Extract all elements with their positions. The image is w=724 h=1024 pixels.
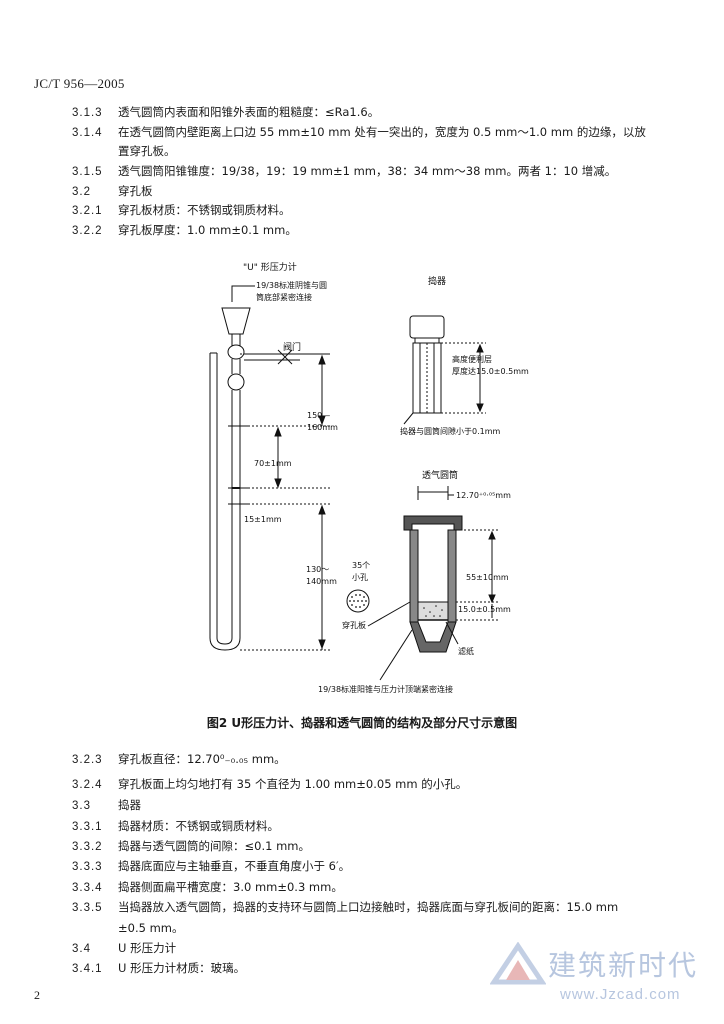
section-text: U 形压力计	[118, 941, 177, 955]
section-text: 捣器与透气圆筒的间隙：≤0.1 mm。	[118, 839, 310, 853]
section-text: 穿孔板	[118, 184, 153, 198]
funnel-taper	[221, 307, 251, 335]
taper-label-2: 筒底部紧密连接	[256, 292, 312, 302]
section-number: 3.4.1	[72, 963, 103, 975]
section-line: 3.3.5 当捣器放入透气圆筒，捣器的支持环与圆筒上口边接触时，捣器底面与穿孔板间…	[72, 899, 618, 915]
section-number: 3.4	[72, 943, 91, 955]
manometer-title: "U" 形压力计	[243, 261, 297, 273]
section-text: 穿孔板材质：不锈钢或铜质材料。	[118, 203, 291, 217]
plunger-cap	[409, 315, 445, 339]
section-number: 3.1.4	[72, 127, 103, 139]
dim-140: 140mm	[306, 577, 337, 586]
section-number: 3.2.3	[72, 754, 103, 766]
apparatus-figure: "U" 形压力计 19/38标准阴锥与圆 筒底部紧密连接 阀门	[209, 261, 529, 694]
section-text: 捣器	[118, 798, 141, 812]
dim-130: 130～	[306, 565, 329, 574]
section-number: 3.3.2	[72, 841, 103, 853]
dim-150: 150—	[307, 411, 330, 420]
dim-70: 70±1mm	[254, 459, 292, 468]
perforated-plate-icon	[346, 589, 370, 613]
section-line: 3.1.5 透气圆筒阳锥锥度：19/38，19：19 mm±1 mm，38：34 …	[72, 163, 616, 179]
dim-160: 160mm	[307, 423, 338, 432]
section-number: 3.2.1	[72, 205, 103, 217]
section-number: 3.2	[72, 186, 91, 198]
plunger-flat-2: 厚度达15.0±0.5mm	[452, 366, 529, 376]
lower-bulb	[227, 373, 245, 391]
figure-caption: 图2 U形压力计、捣器和透气圆筒的结构及部分尺寸示意图	[206, 716, 518, 730]
holes-label-1: 35个	[352, 561, 370, 570]
watermark-name: 建筑新时代	[548, 949, 699, 982]
cyl-55: 55±10mm	[466, 573, 509, 582]
dim-15: 15±1mm	[244, 515, 282, 524]
plunger-flat-1: 高度便利层	[452, 354, 492, 364]
section-text: 透气圆筒内表面和阳锥外表面的粗糙度：≤Ra1.6。	[118, 105, 380, 119]
filter-label: 滤纸	[458, 646, 474, 656]
section-text: 捣器底面应与主轴垂直，不垂直角度小于 6′。	[118, 859, 351, 873]
section-line: 3.1.3 透气圆筒内表面和阳锥外表面的粗糙度：≤Ra1.6。	[72, 104, 379, 120]
section-line: ±0.5 mm。	[72, 920, 184, 936]
section-text: 置穿孔板。	[118, 144, 176, 158]
section-line: 置穿孔板。	[72, 143, 176, 159]
page-number: 2	[34, 988, 40, 1002]
section-number: 3.3.3	[72, 861, 103, 873]
section-line: 3.2.4 穿孔板面上均匀地打有 35 个直径为 1.00 mm±0.05 mm …	[72, 776, 467, 792]
bottom-label: 19/38标准阳锥与压力计顶端紧密连接	[318, 684, 453, 694]
section-line: 3.3.3 捣器底面应与主轴垂直，不垂直角度小于 6′。	[72, 858, 350, 874]
section-number: 3.2.2	[72, 225, 103, 237]
plate-label: 穿孔板	[342, 620, 366, 630]
cylinder-title: 透气圆筒	[422, 469, 458, 481]
filter-paper	[417, 601, 449, 621]
section-text: 穿孔板面上均匀地打有 35 个直径为 1.00 mm±0.05 mm 的小孔。	[118, 777, 468, 791]
document-header: JC/T 956—2005	[34, 76, 125, 91]
section-line: 3.3 捣器	[72, 797, 141, 813]
upper-bulb	[227, 344, 245, 360]
watermark-logo-icon	[490, 942, 546, 985]
section-text: ±0.5 mm。	[118, 921, 184, 935]
section-number: 3.2.4	[72, 779, 103, 791]
section-line: 3.2.3 穿孔板直径：12.70⁰₋₀.₀₅ mm。	[72, 751, 286, 767]
plunger-gap: 捣器与圆筒间隙小于0.1mm	[400, 426, 501, 436]
section-line: 3.2.1 穿孔板材质：不锈钢或铜质材料。	[72, 202, 291, 218]
section-text: 穿孔板厚度：1.0 mm±0.1 mm。	[118, 223, 297, 237]
section-line: 3.1.4 在透气圆筒内壁距离上口边 55 mm±10 mm 处有一突出的，宽度为…	[72, 124, 646, 140]
section-number: 3.1.5	[72, 166, 103, 178]
section-line: 3.3.4 捣器侧面扁平槽宽度：3.0 mm±0.3 mm。	[72, 879, 343, 895]
section-text: 透气圆筒阳锥锥度：19/38，19：19 mm±1 mm，38：34 mm～38…	[118, 164, 617, 178]
section-line: 3.3.1 捣器材质：不锈钢或铜质材料。	[72, 818, 279, 834]
section-number: 3.3	[72, 800, 91, 812]
plunger-title: 捣器	[428, 275, 446, 287]
section-number: 3.3.4	[72, 882, 103, 894]
section-text: 当捣器放入透气圆筒，捣器的支持环与圆筒上口边接触时，捣器底面与穿孔板间的距离：1…	[118, 900, 619, 914]
section-text: 捣器侧面扁平槽宽度：3.0 mm±0.3 mm。	[118, 880, 343, 894]
valve-label: 阀门	[283, 341, 301, 353]
section-number: 3.1.3	[72, 107, 103, 119]
cyl-diameter: 12.70⁺⁰·⁰⁵mm	[456, 491, 511, 500]
watermark-url: www.Jzcad.com	[560, 986, 681, 1003]
section-line: 3.2 穿孔板	[72, 183, 153, 199]
section-text: 穿孔板直径：12.70⁰₋₀.₀₅ mm。	[118, 752, 286, 766]
section-text: 捣器材质：不锈钢或铜质材料。	[118, 819, 279, 833]
section-text: 在透气圆筒内壁距离上口边 55 mm±10 mm 处有一突出的，宽度为 0.5 …	[118, 125, 646, 139]
cylinder-rim	[403, 515, 463, 531]
taper-label-1: 19/38标准阴锥与圆	[256, 280, 327, 290]
section-number: 3.3.5	[72, 902, 103, 914]
holes-label-2: 小孔	[352, 573, 368, 582]
section-line: 3.4.1 U 形压力计材质：玻璃。	[72, 960, 245, 976]
cyl-15: 15.0±0.5mm	[458, 605, 511, 614]
section-line: 3.3.2 捣器与透气圆筒的间隙：≤0.1 mm。	[72, 838, 310, 854]
section-text: U 形压力计材质：玻璃。	[118, 961, 246, 975]
section-line: 3.2.2 穿孔板厚度：1.0 mm±0.1 mm。	[72, 222, 297, 238]
section-number: 3.3.1	[72, 821, 103, 833]
plunger-shaft	[412, 342, 442, 414]
section-line: 3.4 U 形压力计	[72, 940, 176, 956]
